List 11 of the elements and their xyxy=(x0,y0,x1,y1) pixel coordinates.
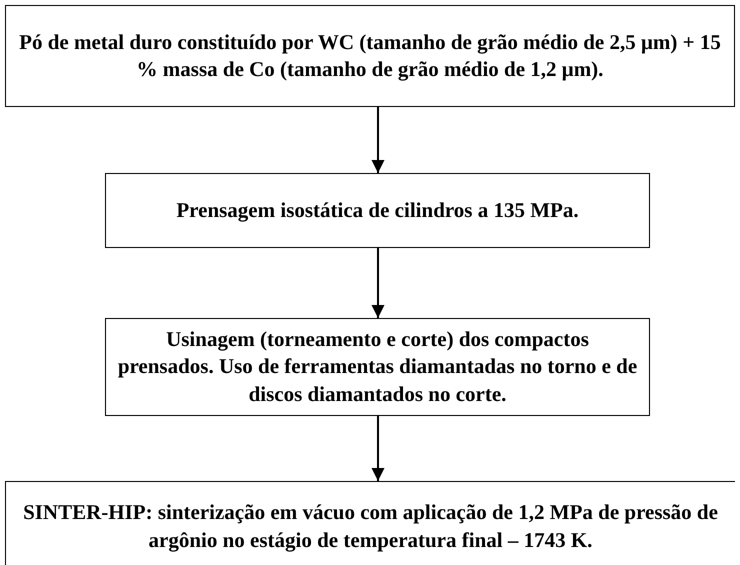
process-box xyxy=(5,5,735,107)
process-box xyxy=(105,318,650,416)
arrow xyxy=(372,416,384,481)
arrow xyxy=(372,248,384,318)
step-text: Prensagem isostática de cilindros a 135 MPa. xyxy=(176,196,579,224)
step-text: SINTER-HIP: sinterização em vácuo com aplicação de 1,2 MPa de pressão de argônio no estágio de temperatura final – 1743 K. xyxy=(22,499,719,554)
step-text: Usinagem (torneamento e corte) dos compactos prensados. Uso de ferramentas diamantadas no torno e de discos diamantados no corte. xyxy=(116,326,638,408)
arrow xyxy=(372,107,384,173)
process-box xyxy=(5,481,735,565)
process-box xyxy=(105,173,650,248)
step-text: Pó de metal duro constituído por WC (tamanho de grão médio de 2,5 μm) + 15 % massa de Co (tamanho de grão médio de 1,2 μm). xyxy=(18,28,722,83)
